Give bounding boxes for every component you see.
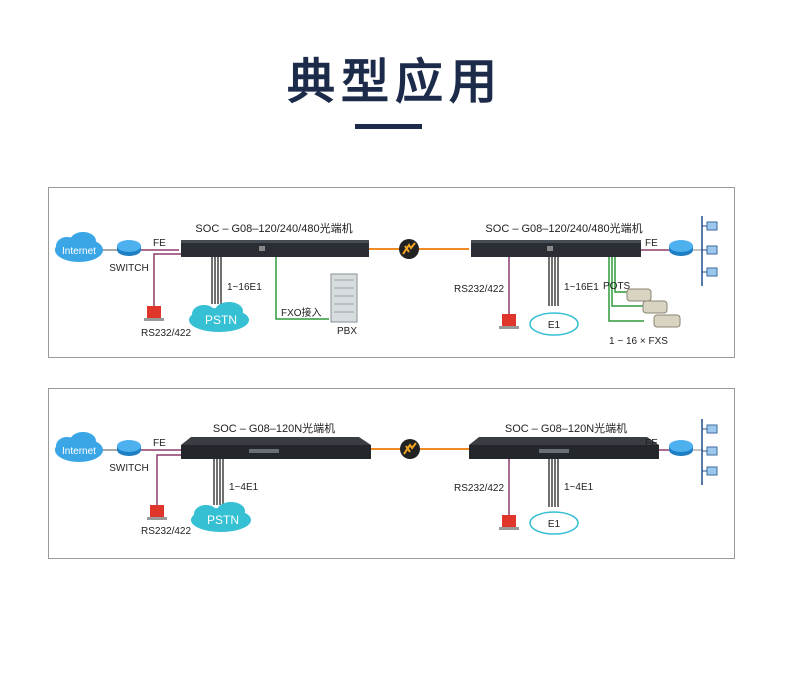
e1-label-right: 1~16E1 — [564, 282, 599, 293]
e1-label-left: 1~4E1 — [229, 482, 259, 493]
rs232-label-right: RS232/422 — [454, 483, 504, 494]
rs232-device-left — [147, 505, 167, 520]
e1-cloud: E1 — [529, 511, 579, 535]
phone-icon-3 — [653, 314, 681, 328]
switch-icon-right — [669, 240, 693, 256]
pstn-cloud: PSTN — [189, 302, 249, 332]
switch-icon — [117, 440, 141, 456]
switch-icon-right — [669, 440, 693, 456]
rs232-device-right — [499, 515, 519, 530]
rs232-device-right — [499, 314, 519, 329]
pc-icon-3 — [706, 466, 718, 476]
e1-label-right: 1~4E1 — [564, 482, 594, 493]
pc-icon-1 — [706, 221, 718, 231]
right-device-label: SOC – G08–120/240/480光端机 — [485, 221, 642, 235]
internet-cloud: Internet — [55, 432, 103, 462]
e1-cloud-label: E1 — [548, 320, 561, 331]
switch-label: SWITCH — [109, 263, 148, 274]
rs232-device-left — [144, 306, 164, 321]
fxo-label: FXO接入 — [281, 306, 322, 319]
pstn-label: PSTN — [207, 513, 239, 527]
fe-label-right: FE — [645, 238, 658, 249]
pc-icon-1 — [706, 424, 718, 434]
e1-cloud: E1 — [529, 312, 579, 336]
rs232-label-left: RS232/422 — [141, 526, 191, 537]
pots-label: POTS — [603, 281, 631, 292]
fiber-link-icon — [400, 439, 420, 459]
phone-icon-2 — [642, 300, 668, 314]
internet-label: Internet — [62, 246, 96, 257]
left-device-label: SOC – G08–120/240/480光端机 — [195, 221, 352, 235]
rs232-label-left: RS232/422 — [141, 328, 191, 339]
pc-icon-2 — [706, 446, 718, 456]
pstn-label: PSTN — [205, 313, 237, 327]
pbx-label: PBX — [337, 326, 357, 337]
left-device — [181, 437, 371, 459]
fiber-link-icon — [399, 239, 419, 259]
title-underline — [355, 124, 422, 129]
right-device — [471, 240, 641, 257]
page-title: 典型应用 — [286, 54, 503, 110]
e1-label-left: 1~16E1 — [227, 282, 262, 293]
left-device — [181, 240, 369, 257]
fxs-label: 1 ~ 16 × FXS — [609, 336, 668, 347]
internet-label: Internet — [62, 446, 96, 457]
fe-label-right: FE — [645, 438, 658, 449]
diagram-panel-2: Internet SWITCH FE SOC – G08–120N光端机 RS2… — [48, 388, 735, 559]
right-device-label: SOC – G08–120N光端机 — [505, 421, 627, 435]
switch-label: SWITCH — [109, 463, 148, 474]
pc-icon-3 — [706, 267, 718, 277]
diagram-panel-1: Internet SWITCH FE SOC – G08–120/240/480… — [48, 187, 735, 358]
pc-icon-2 — [706, 245, 718, 255]
pstn-cloud: PSTN — [191, 502, 251, 532]
left-device-label: SOC – G08–120N光端机 — [213, 421, 335, 435]
fe-label-left: FE — [153, 438, 166, 449]
phone-icon-1 — [626, 288, 652, 302]
fe-label-left: FE — [153, 238, 166, 249]
rs232-label-right: RS232/422 — [454, 284, 504, 295]
right-device — [469, 437, 659, 459]
internet-cloud: Internet — [55, 232, 103, 262]
switch-icon — [117, 240, 141, 256]
e1-cloud-label: E1 — [548, 519, 561, 530]
pbx-cabinet — [330, 273, 358, 323]
